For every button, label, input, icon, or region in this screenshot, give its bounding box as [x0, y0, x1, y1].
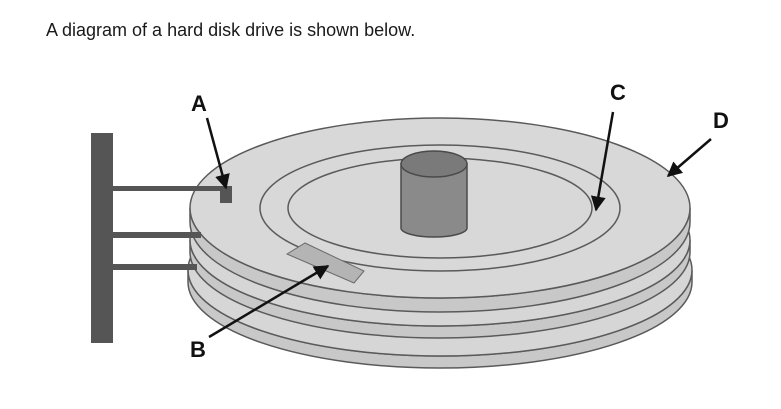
actuator-arm-top — [113, 186, 224, 191]
track-outer — [259, 144, 621, 272]
arrow-d — [666, 138, 712, 177]
arrow-c — [590, 111, 615, 212]
arrow-b — [208, 264, 330, 339]
label-c: C — [610, 80, 626, 105]
label-b: B — [190, 337, 206, 362]
arrow-a — [205, 117, 230, 190]
sector — [285, 242, 365, 284]
spindle — [400, 150, 468, 238]
actuator-post — [91, 133, 113, 343]
label-d: D — [713, 108, 729, 133]
actuator-arm-bottom — [113, 264, 197, 270]
actuator-arm-middle — [113, 232, 201, 238]
label-a: A — [191, 91, 207, 116]
diagram-caption: A diagram of a hard disk drive is shown … — [46, 20, 416, 40]
read-write-head — [220, 186, 232, 203]
